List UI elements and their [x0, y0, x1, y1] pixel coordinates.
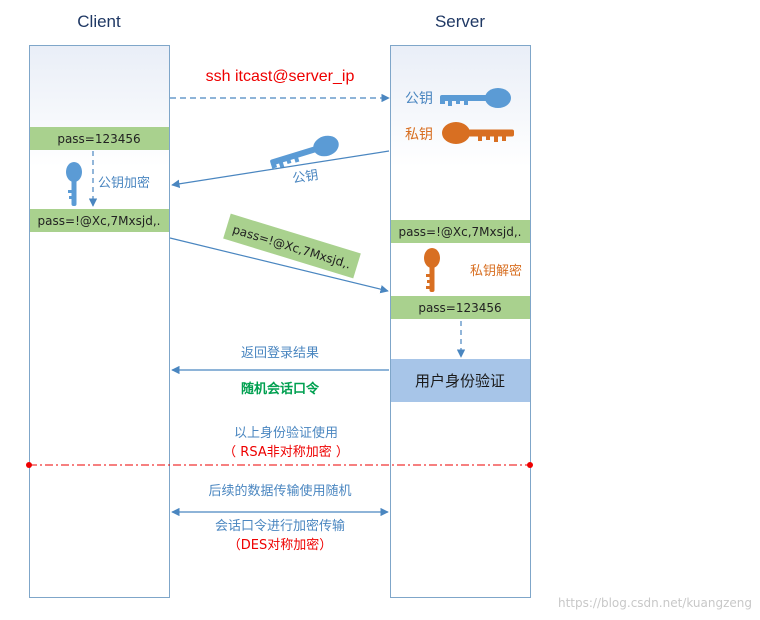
server-plain-password: pass=123456 — [418, 301, 501, 315]
public-key-arrow-label: 公钥 — [291, 168, 319, 187]
watermark: https://blog.csdn.net/kuangzeng — [558, 596, 752, 610]
server-auth-label: 用户身份验证 — [415, 372, 505, 390]
client-plain-password: pass=123456 — [57, 132, 140, 146]
server-auth-box — [391, 359, 530, 402]
session-token-label: 随机会话口令 — [241, 381, 320, 397]
server-header: Server — [435, 12, 485, 31]
cipher-password-arrow — [169, 237, 389, 294]
client-header: Client — [77, 12, 121, 31]
rsa-note-line2: （ RSA非对称加密 ） — [223, 444, 349, 460]
server-decrypt-label: 私钥解密 — [470, 263, 522, 279]
private-key-icon — [442, 122, 514, 144]
ssh-command-label: ssh itcast@server_ip — [206, 68, 355, 85]
client-encrypt-label: 公钥加密 — [98, 175, 150, 191]
client-cipher-password: pass=!@Xc,7Mxsjd,. — [38, 214, 161, 228]
public-key-arrow — [171, 150, 390, 188]
divider-left-dot — [26, 462, 32, 468]
public-key-transfer-icon — [267, 132, 342, 173]
server-cipher-password: pass=!@Xc,7Mxsjd,. — [399, 225, 522, 239]
later-transfer-line1: 后续的数据传输使用随机 — [208, 483, 351, 499]
rsa-note-line1: 以上身份验证使用 — [234, 425, 338, 441]
later-transfer-line2: 会话口令进行加密传输 — [215, 518, 345, 534]
divider-right-dot — [527, 462, 533, 468]
server-public-key-label: 公钥 — [405, 91, 433, 107]
server-cipher-password-band — [391, 220, 530, 243]
server-plain-password-band — [391, 296, 530, 319]
client-cipher-password-band — [30, 209, 169, 232]
server-private-key-label: 私钥 — [405, 127, 433, 143]
login-result-label: 返回登录结果 — [241, 346, 319, 361]
client-plain-password-band — [30, 127, 169, 150]
later-transfer-line3: （DES对称加密） — [228, 537, 332, 553]
server-private-key-icon — [424, 248, 440, 292]
client-public-key-icon — [66, 162, 82, 206]
cipher-message-badge: pass=!@Xc,7Mxsjd,. — [223, 213, 361, 279]
